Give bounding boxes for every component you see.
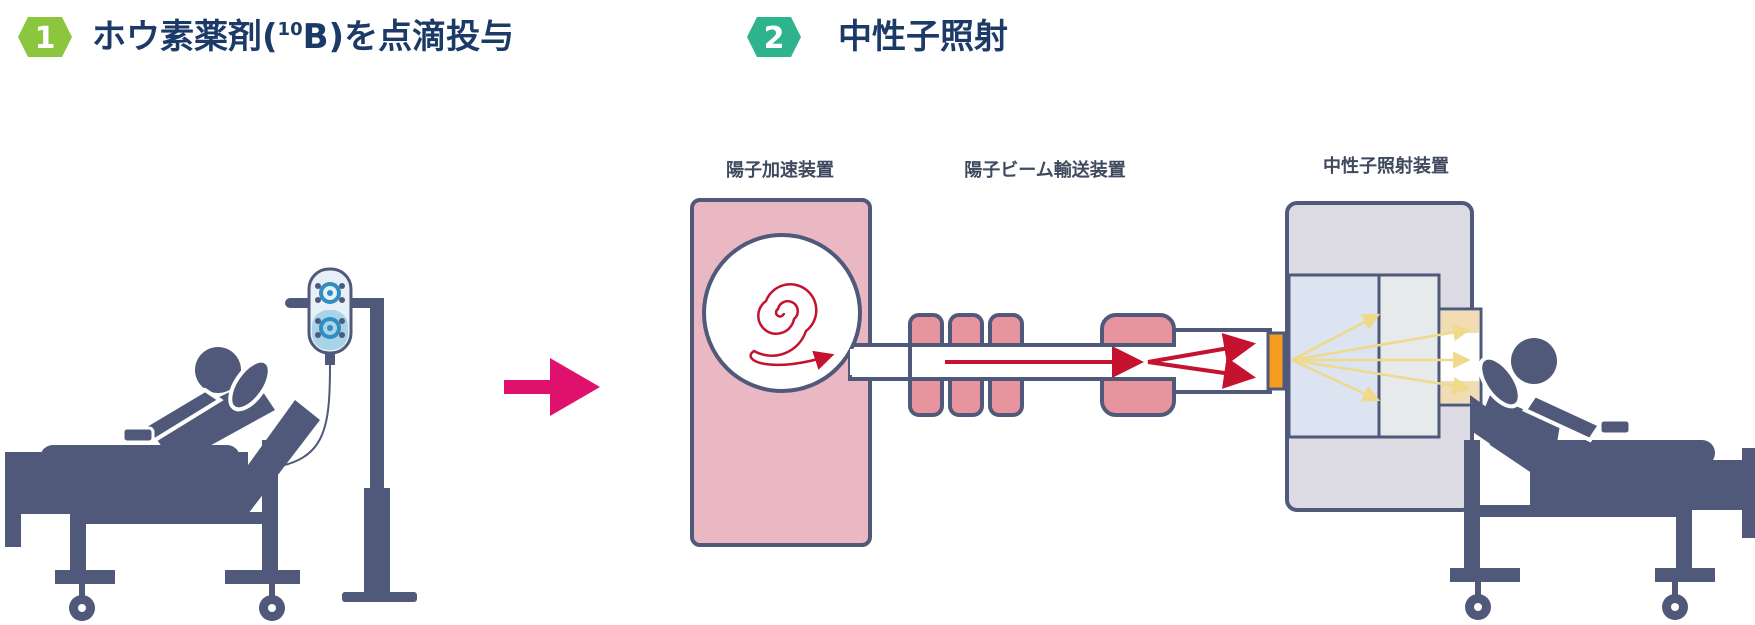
neutron-irradiator: [1266, 201, 1483, 512]
step-2-number: 2: [764, 21, 785, 56]
arrow-right-icon: [504, 358, 600, 416]
step-2-badge: [747, 17, 801, 57]
patient-left-head: [195, 347, 241, 393]
step-2-title: 中性子照射: [838, 17, 1008, 57]
label-transport: 陽子ビーム輸送装置: [964, 159, 1125, 181]
boron-molecule-icon: [315, 282, 345, 339]
patient-left-icon: [5, 347, 320, 621]
label-accelerator: 陽子加速装置: [726, 159, 834, 181]
step-1-number: 1: [35, 21, 56, 56]
step-1-header: 1 ホウ素薬剤(10B)を点滴投与: [18, 17, 514, 57]
step-1-title: ホウ素薬剤(10B)を点滴投与: [92, 17, 514, 57]
target: [1266, 331, 1286, 391]
label-irradiation: 中性子照射装置: [1323, 155, 1449, 177]
beam-transport: [852, 313, 1272, 417]
step-1-badge: [18, 17, 72, 57]
spiral-beam: [749, 283, 835, 370]
neutron-rays: [1291, 313, 1471, 402]
patient-right-head: [1511, 338, 1557, 384]
patient-right-icon: [1450, 338, 1755, 620]
step-2-header: 2 中性子照射: [747, 17, 1008, 57]
iv-drip-icon: [269, 267, 417, 602]
reflector: [1377, 273, 1441, 439]
cyclotron: [702, 233, 862, 393]
moderator: [1287, 273, 1381, 439]
bed-left-rail: [5, 452, 21, 547]
